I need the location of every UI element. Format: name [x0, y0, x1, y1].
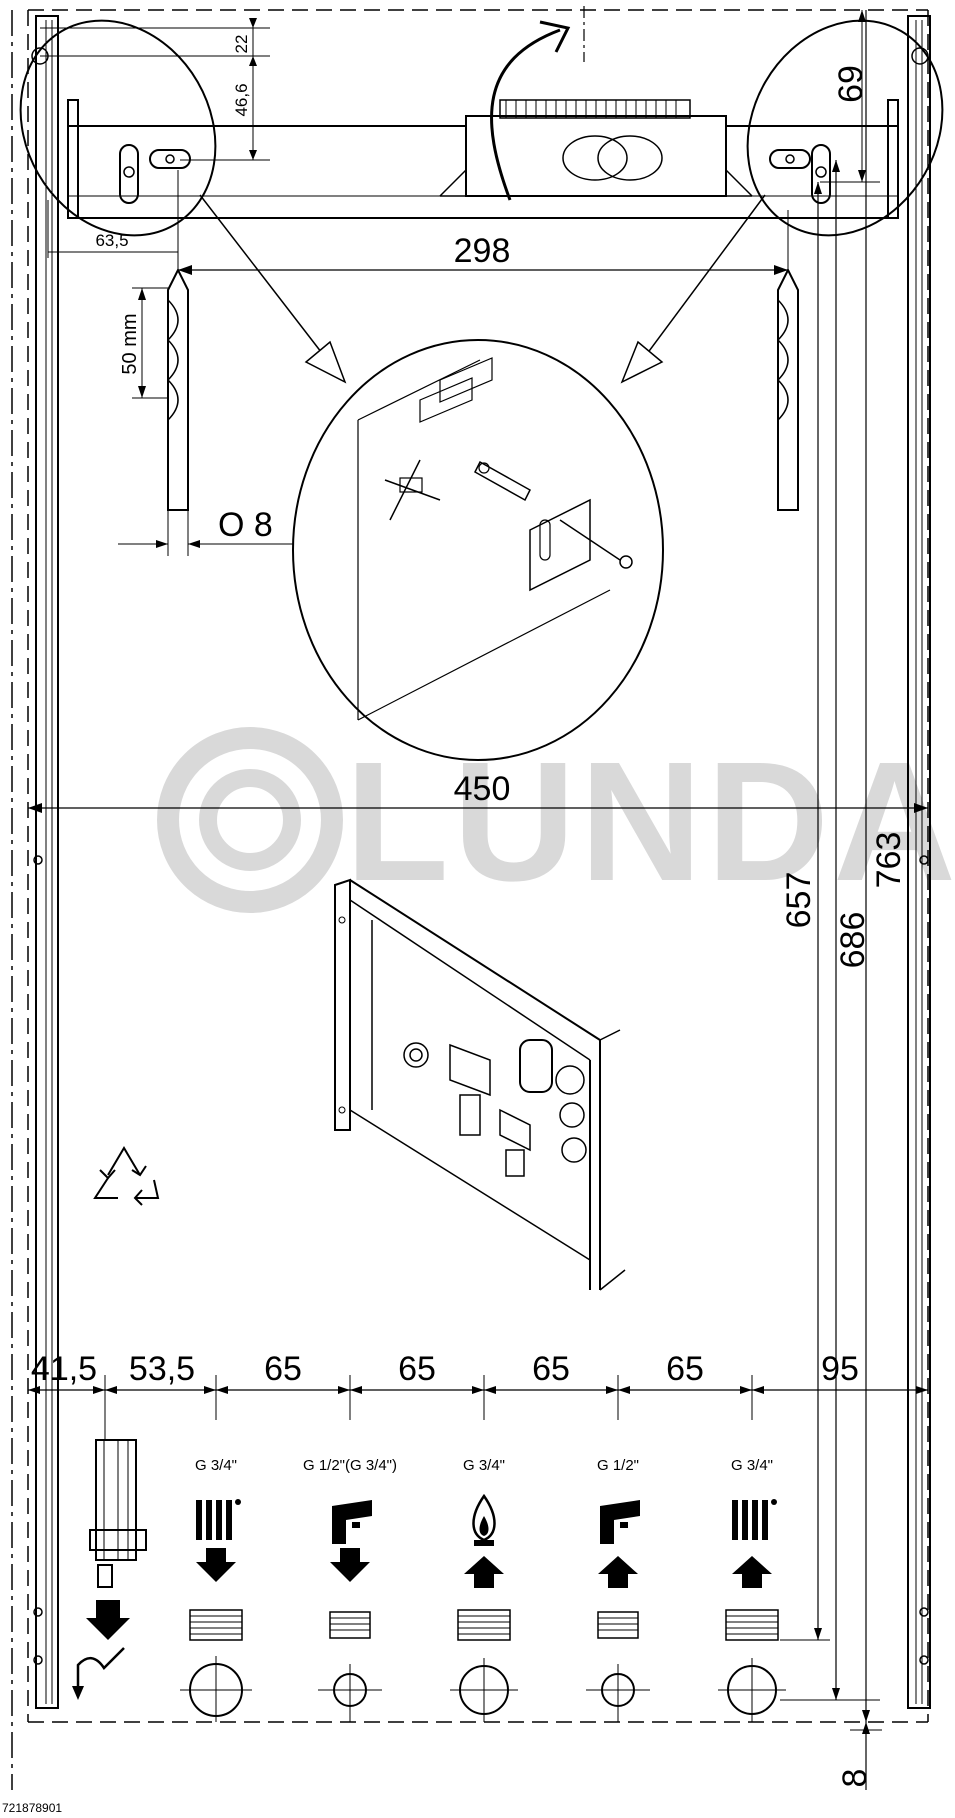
dim-8: 8 — [836, 1769, 874, 1788]
dim-spacing-3: 65 — [264, 1350, 302, 1388]
dimension-bottom-spacing: 41,5 53,5 65 65 65 65 95 — [28, 1350, 928, 1440]
dim-69: 69 — [832, 65, 870, 103]
connection-size-5: G 3/4" — [731, 1457, 773, 1474]
arrow-down-icon — [330, 1548, 370, 1582]
dim-spacing-7: 95 — [821, 1350, 859, 1388]
dim-763: 763 — [870, 832, 908, 889]
connection-heating-flow: G 3/4" — [180, 1457, 252, 1722]
dim-spacing-4: 65 — [398, 1350, 436, 1388]
connection-size-1: G 3/4" — [195, 1457, 237, 1474]
dim-drill-diameter: O 8 — [218, 506, 273, 544]
dimension-top-left: 22 46,6 63,5 — [40, 18, 270, 258]
safety-valve-drain-icon — [72, 1439, 147, 1700]
dimension-bottom-8: 8 — [836, 1722, 882, 1790]
dim-spacing-2: 53,5 — [129, 1350, 195, 1388]
dim-657: 657 — [780, 872, 818, 929]
dimension-450: 450 — [28, 770, 928, 813]
connection-size-3: G 3/4" — [463, 1457, 505, 1474]
connection-size-4: G 1/2" — [597, 1457, 639, 1474]
wall-anchor-detail — [292, 339, 664, 761]
connection-heating-return: G 3/4" — [718, 1457, 786, 1722]
drill-bit-right — [776, 267, 799, 511]
arrow-up-icon — [464, 1556, 504, 1588]
tap-icon — [332, 1500, 372, 1544]
recycle-icon — [93, 1146, 160, 1206]
thread-icon — [457, 1609, 511, 1641]
dimension-298: 298 — [177, 210, 789, 290]
thread-icon — [189, 1609, 243, 1641]
thread-icon — [329, 1611, 371, 1639]
connection-size-2: G 1/2"(G 3/4") — [303, 1457, 397, 1474]
dim-22: 22 — [232, 35, 251, 54]
dim-63-5: 63,5 — [95, 231, 128, 250]
arrow-up-icon — [598, 1556, 638, 1588]
dim-298: 298 — [454, 232, 511, 270]
dim-drill-depth: 50 mm — [119, 313, 141, 374]
flame-icon — [472, 1493, 496, 1546]
dim-spacing-1: 41,5 — [31, 1350, 97, 1388]
dimension-69: 69 — [820, 10, 880, 183]
drill-bit-left: 50 mm O 8 — [118, 267, 295, 556]
watermark-text: LUNDA — [345, 727, 955, 917]
arrow-up-icon — [732, 1556, 772, 1588]
side-rail-left — [33, 15, 59, 1709]
wall-bracket — [67, 20, 899, 219]
side-rail-right — [907, 15, 931, 1709]
fins — [505, 100, 677, 118]
radiator-icon — [196, 1499, 241, 1540]
radiator-icon — [732, 1499, 777, 1540]
dim-spacing-5: 65 — [532, 1350, 570, 1388]
arrow-down-icon — [196, 1548, 236, 1582]
dimension-verticals: 657 686 763 — [780, 10, 908, 1722]
dim-46-6: 46,6 — [232, 83, 251, 116]
detail-ellipse-right — [746, 19, 944, 237]
thread-icon — [597, 1611, 639, 1639]
detail-arrows — [199, 194, 766, 384]
boiler-base-iso — [334, 878, 626, 1291]
thread-icon — [725, 1609, 779, 1641]
connection-hot-water: G 1/2"(G 3/4") — [303, 1457, 397, 1722]
drawing-number: 721878901 — [2, 1801, 62, 1815]
detail-ellipse-left — [19, 19, 217, 237]
dim-spacing-6: 65 — [666, 1350, 704, 1388]
watermark-logo: LUNDA — [157, 727, 955, 917]
dim-450: 450 — [454, 770, 511, 808]
connection-gas: G 3/4" — [450, 1457, 518, 1722]
connection-cold-water: G 1/2" — [586, 1457, 650, 1722]
sheet-frame — [11, 6, 929, 1790]
tap-icon — [600, 1500, 640, 1544]
